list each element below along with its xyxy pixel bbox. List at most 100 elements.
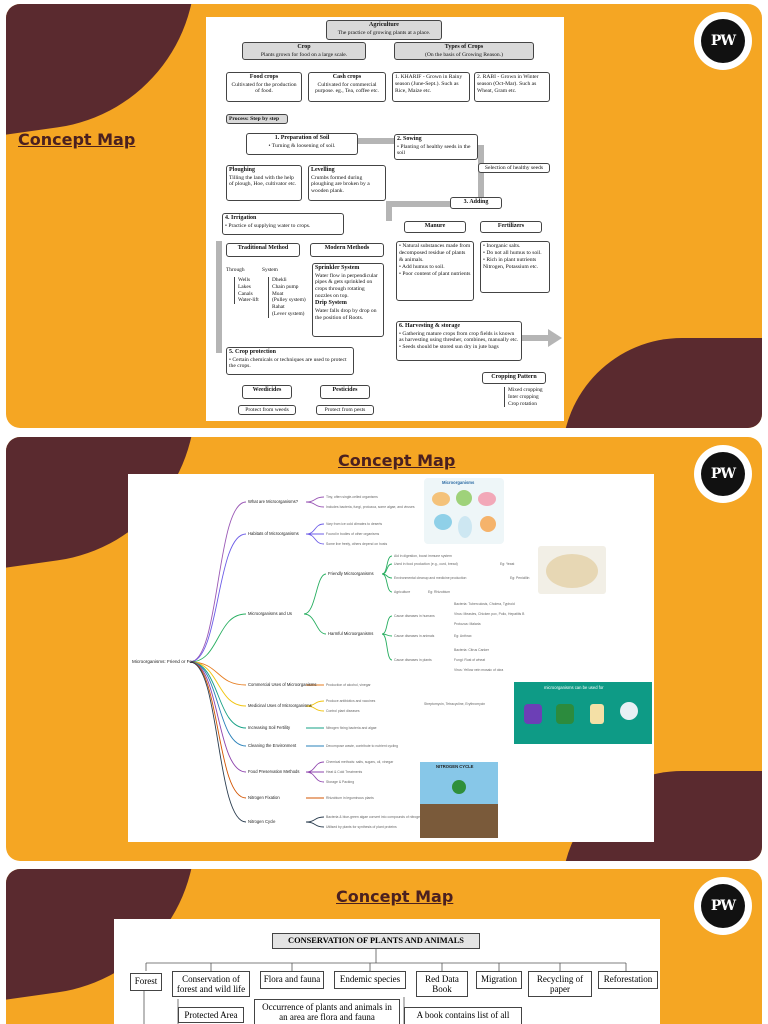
example-leaf: Eg: Yeast (500, 562, 515, 566)
mindmap-leaf: Found in bodies of other organisms (326, 532, 380, 536)
traditional-method-box: Traditional Method (226, 243, 300, 257)
branch-conservation-forest: Conservation of forest and wild life (172, 971, 250, 997)
process-label: Process: Step by step (226, 114, 288, 124)
branch-flora-fauna: Flora and fauna (260, 971, 324, 989)
example-leaf: Eg: Rhizobium (428, 590, 451, 594)
modern-methods-box: Modern Methods (310, 243, 384, 257)
step-harvesting-box: 6. Harvesting & storage• Gathering matur… (396, 321, 522, 361)
conservation-diagram: CONSERVATION OF PLANTS AND ANIMALS Fores… (114, 919, 660, 1024)
step-crop-protection-box: 5. Crop protection• Certain chemicals or… (226, 347, 354, 375)
mindmap-branch: Cleaning the Environment (248, 743, 297, 748)
friendly-leaf: Aid in digestion, boost immune system (394, 554, 452, 558)
mindmap-leaf: Utilised by plants for synthesis of plan… (326, 825, 397, 829)
protected-area-box: Protected Area (178, 1007, 244, 1023)
through-list: Wells Lakes Canals Water-lift (234, 277, 259, 304)
rabi-box: 2. RABI - Grown in Winter season (Oct-Ma… (474, 72, 550, 102)
mindmap-leaf: Vary from ice cold climates to deserts (326, 522, 383, 526)
mindmap-leaf: Produce antibiotics and vaccines (326, 699, 376, 703)
mindmap-branch: Habitats of Microorganisms (248, 531, 299, 536)
example-leaf: Bacteria: Tuberculosis, Cholera, Typhoid (454, 602, 515, 606)
mindmap-leaf: Some live freely, others depend on hosts (326, 542, 388, 546)
example-leaf: Protozoa: Malaria (454, 622, 481, 626)
process-arrow (386, 201, 484, 207)
harmful-leaf: Cause diseases in humans (394, 614, 435, 618)
maroon-wedge (6, 4, 216, 142)
branch-recycling: Recycling of paper (528, 971, 592, 997)
concept-map-title: Concept Map (338, 451, 456, 470)
example-leaf: Virus: Measles, Chicken pox, Polio, Hepa… (454, 612, 525, 616)
friendly-leaf: Agriculture (394, 590, 411, 594)
pw-logo: PW (694, 445, 752, 503)
conservation-title-box: CONSERVATION OF PLANTS AND ANIMALS (272, 933, 480, 949)
fertilizers-box: Fertilizers (480, 221, 542, 233)
weedicides-def: Protect from weeds (238, 405, 296, 415)
example-leaf: Fungi: Rust of wheat (454, 658, 486, 662)
pw-logo: PW (694, 12, 752, 70)
weedicides-box: Weedicides (242, 385, 292, 399)
mindmap-leaf: Bacteria & blue-green algae convert into… (326, 815, 422, 819)
branch-migration: Migration (476, 971, 522, 989)
mindmap-branch: What are Microorganisms? (248, 499, 299, 504)
step-irrigation-box: 4. Irrigation• Practice of supplying wat… (222, 213, 344, 235)
microorganisms-mindmap: Microorganisms: Friend or Foe What are M… (128, 474, 654, 842)
process-arrow (478, 145, 484, 201)
cropping-pattern-box: Cropping Pattern (482, 372, 546, 384)
manure-details: • Natural substances made from decompose… (396, 241, 474, 301)
example-leaf: Streptomycin, Tetracycline, Erythromycin (424, 702, 486, 706)
example-leaf: Bacteria: Citrus Canker (454, 648, 490, 652)
branch-forest: Forest (130, 973, 162, 991)
step-sowing-box: 2. Sowing• Planting of healthy seeds in … (394, 134, 478, 160)
fertilizer-details: • Inorganic salts.• Do not all humus to … (480, 241, 550, 293)
mindmap-branch: Increasing Soil Fertility (248, 725, 291, 730)
concept-map-title: Concept Map (336, 887, 454, 906)
slide-microorganisms: PW Concept Map Microorganisms: Friend or… (6, 437, 762, 861)
process-arrow (386, 207, 392, 221)
through-label: Through (226, 267, 245, 273)
mindmap-branch: Microorganisms and Us (248, 611, 292, 616)
maroon-wedge (562, 338, 762, 428)
mindmap-root: Microorganisms: Friend or Foe (132, 659, 195, 664)
mindmap-leaf: Control plant diseases (326, 709, 360, 713)
mindmap-branch: Commercial Uses of Microorganisms (248, 682, 317, 687)
slide-conservation: PW Concept Map CONSERVATION OF PLANTS AN… (6, 869, 762, 1024)
example-leaf: Eg: Anthrax (454, 634, 472, 638)
friendly-leaf: Environmental cleanup and medicine produ… (394, 576, 467, 580)
step-preparation-box: 1. Preparation of Soil• Turning & loosen… (246, 133, 358, 155)
pesticides-def: Protect from pests (316, 405, 374, 415)
mindmap-leaf: Rhizobium in leguminous plants (326, 796, 374, 800)
mindmap-branch: Nitrogen Fixation (248, 795, 280, 800)
system-label: System (262, 267, 278, 273)
concept-map-title: Concept Map (18, 130, 136, 149)
harmful-leaf: Cause diseases in animals (394, 634, 435, 638)
nitrogen-cycle-image: NITROGEN CYCLE (420, 762, 498, 838)
mindmap-leaf: Nitrogen fixing bacteria and algae (326, 726, 377, 730)
mindmap-connectors (189, 496, 393, 828)
pesticides-box: Pesticides (320, 385, 370, 399)
harmful-leaf: Cause diseases in plants (394, 658, 432, 662)
mindmap-leaf: Chemical methods: salts, sugars, oil, vi… (326, 760, 394, 764)
bread-dough-image (538, 546, 606, 594)
flora-fauna-definition: Occurrence of plants and animals in an a… (254, 999, 400, 1024)
process-arrow (522, 335, 552, 341)
pw-logo: PW (694, 877, 752, 935)
mindmap-leaf: Production of alcohol, vinegar (326, 683, 371, 687)
mindmap-leaf: Includes bacteria, fungi, protozoa, some… (326, 505, 415, 509)
friendly-leaf: Used in food production (e.g., curd, bre… (394, 562, 458, 566)
harmful-branch: Harmful Microorganisms (328, 631, 374, 636)
types-of-crops-box: Types of Crops(On the basis of Growing R… (394, 42, 534, 60)
example-leaf: Eg: Penicillin (510, 576, 530, 580)
mindmap-branch: Nitrogen Cycle (248, 819, 276, 824)
friendly-branch: Friendly Microorganisms (328, 571, 374, 576)
conservation-connectors (143, 949, 627, 1024)
mindmap-leaf: Storage & Packing (326, 780, 355, 784)
mindmap-leaf: Tiny, often single-celled organisms (326, 495, 378, 499)
red-data-definition: A book contains list of all (404, 1007, 522, 1024)
